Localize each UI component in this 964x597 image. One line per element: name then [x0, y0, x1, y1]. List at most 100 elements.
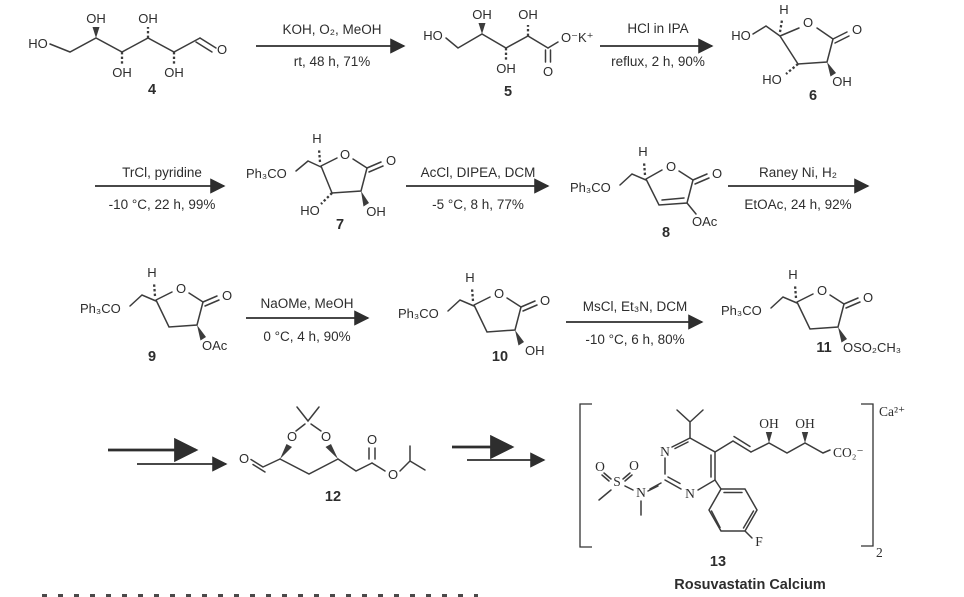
atom-calcium-ion: Ca²⁺	[879, 404, 905, 419]
atom-ring-o: O	[666, 159, 676, 174]
atom-sulfonamide-n: N	[636, 485, 646, 500]
atom-s: S	[613, 474, 621, 489]
arrow-step-3: TrCl, pyridine -10 °C, 22 h, 99%	[95, 165, 226, 212]
arrow-step-6: NaOMe, MeOH 0 °C, 4 h, 90%	[246, 296, 370, 344]
atom-ester-o: O	[388, 467, 398, 482]
compound-9-structure: Ph₃CO H O O OAc 9	[80, 265, 232, 365]
step-1-reagents: KOH, O₂, MeOH	[282, 22, 381, 37]
atom-ho: HO	[300, 203, 320, 218]
compound-5-label: 5	[504, 84, 512, 100]
atom-h: H	[312, 131, 321, 146]
atom-oac: OAc	[202, 338, 228, 353]
atom-oac: OAc	[692, 214, 718, 229]
atom-trityloxy: Ph₃CO	[721, 303, 762, 318]
atom-ho: HO	[731, 28, 751, 43]
compound-10-structure: Ph₃CO H O O OH 10	[398, 270, 550, 365]
arrow-step-5: Raney Ni, H₂ EtOAc, 24 h, 92%	[728, 165, 870, 212]
atom-ring-o: O	[176, 281, 186, 296]
atom-h: H	[465, 270, 474, 285]
atom-h: H	[788, 267, 797, 282]
atom-o: O	[629, 458, 639, 473]
compound-11-structure: Ph₃CO H O O OSO₂CH₃ 11	[721, 267, 901, 356]
compound-7-structure: Ph₃CO H O O HO OH 7	[246, 131, 396, 233]
atom-oh: OH	[759, 416, 779, 431]
atom-oh: OH	[138, 11, 158, 26]
atom-carbonyl-o: O	[540, 293, 550, 308]
atom-ho: HO	[28, 36, 48, 51]
compound-5-structure: HO OH OH OH O⁻K⁺ O 5	[423, 7, 593, 100]
compound-13-label: 13	[710, 554, 726, 570]
atom-oh: OH	[366, 204, 386, 219]
arrow-step-7: MsCl, Et₃N, DCM -10 °C, 6 h, 80%	[566, 299, 704, 347]
compound-11-label: 11	[816, 340, 831, 356]
compound-6-structure: HO H O O OH HO 6	[731, 2, 862, 104]
atom-f: F	[755, 534, 763, 549]
bracket-right	[861, 403, 874, 547]
arrow-step-1: KOH, O₂, MeOH rt, 48 h, 71%	[256, 22, 406, 69]
atom-oh: OH	[832, 74, 852, 89]
atom-oh: OH	[112, 65, 132, 80]
atom-h: H	[147, 265, 156, 280]
compound-4-label: 4	[148, 82, 156, 98]
step-6-reagents: NaOMe, MeOH	[260, 296, 353, 311]
atom-ring-o: O	[494, 286, 504, 301]
atom-o: O	[595, 459, 605, 474]
compound-9-label: 9	[148, 349, 156, 365]
step-3-reagents: TrCl, pyridine	[122, 165, 202, 180]
atom-oh: OH	[525, 343, 545, 358]
atom-ester-carbonyl-o: O	[367, 432, 377, 447]
atom-carbonyl-o: O	[712, 166, 722, 181]
atom-h: H	[638, 144, 647, 159]
step-5-reagents: Raney Ni, H₂	[759, 165, 837, 180]
compound-13-structure: Ca²⁺ 2 N N N S O O F OH OH CO₂⁻ 13 Rosuv…	[579, 403, 905, 593]
step-1-conditions: rt, 48 h, 71%	[294, 54, 371, 69]
atom-oh: OH	[795, 416, 815, 431]
atom-carbonyl-o: O	[386, 153, 396, 168]
atom-oh: OH	[164, 65, 184, 80]
product-name: Rosuvastatin Calcium	[674, 577, 826, 593]
atom-ring-o: O	[803, 15, 813, 30]
step-2-conditions: reflux, 2 h, 90%	[611, 54, 705, 69]
step-3-conditions: -10 °C, 22 h, 99%	[109, 197, 216, 212]
step-4-conditions: -5 °C, 8 h, 77%	[432, 197, 524, 212]
atom-trityloxy: Ph₃CO	[398, 306, 439, 321]
atom-carbonyl-o: O	[863, 290, 873, 305]
step-4-reagents: AcCl, DIPEA, DCM	[421, 165, 536, 180]
atom-h: H	[779, 2, 788, 17]
atom-ring-o: O	[340, 147, 350, 162]
multistep-arrows-to-13	[452, 434, 546, 468]
atom-trityloxy: Ph₃CO	[246, 166, 287, 181]
atom-ring-o: O	[287, 429, 297, 444]
atom-ring-o: O	[817, 283, 827, 298]
atom-ring-n: N	[660, 444, 670, 459]
compound-12-label: 12	[325, 489, 341, 505]
multistep-arrows-to-12	[108, 437, 228, 472]
compound-12-structure: O O O O O 12	[239, 406, 426, 505]
step-5-conditions: EtOAc, 24 h, 92%	[744, 197, 851, 212]
arrow-step-4: AcCl, DIPEA, DCM -5 °C, 8 h, 77%	[406, 165, 550, 212]
atom-carboxylate: CO₂⁻	[833, 445, 864, 460]
atom-ho: HO	[762, 72, 782, 87]
cut-off-caption-fragment	[42, 594, 478, 597]
atom-carbonyl-o: O	[852, 22, 862, 37]
step-6-conditions: 0 °C, 4 h, 90%	[263, 329, 350, 344]
atom-carboxylate-potassium: O⁻K⁺	[561, 30, 594, 45]
atom-trityloxy: Ph₃CO	[570, 180, 611, 195]
compound-4-structure: HO O OH OH OH OH 4	[28, 11, 227, 98]
bracket-subscript-2: 2	[876, 545, 883, 560]
atom-ring-n: N	[685, 486, 695, 501]
atom-o: O	[217, 42, 227, 57]
step-7-conditions: -10 °C, 6 h, 80%	[585, 332, 684, 347]
atom-oh: OH	[86, 11, 106, 26]
atom-trityloxy: Ph₃CO	[80, 301, 121, 316]
step-7-reagents: MsCl, Et₃N, DCM	[583, 299, 688, 314]
atom-mesylate: OSO₂CH₃	[843, 340, 901, 355]
atom-oh: OH	[472, 7, 492, 22]
compound-8-label: 8	[662, 225, 670, 241]
compound-10-label: 10	[492, 349, 508, 365]
compound-6-label: 6	[809, 88, 817, 104]
atom-ring-o: O	[321, 429, 331, 444]
atom-o: O	[543, 64, 553, 79]
atom-oh: OH	[518, 7, 538, 22]
